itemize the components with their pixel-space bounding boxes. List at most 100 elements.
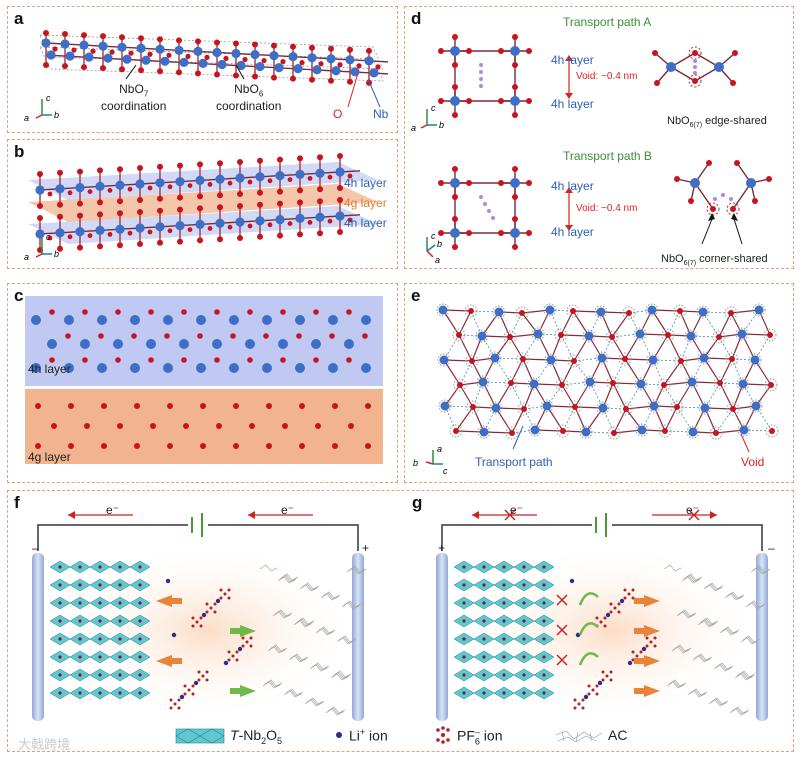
o-atom <box>57 169 63 176</box>
li-site <box>479 63 483 67</box>
o-atom <box>127 230 133 236</box>
o-atom <box>181 357 187 363</box>
path-b-title: Transport path B <box>563 149 652 163</box>
o-atom <box>277 232 283 239</box>
li-site <box>729 197 733 201</box>
svg-text:a: a <box>411 123 416 133</box>
o-atom <box>282 423 288 429</box>
o-atom <box>438 48 444 54</box>
path-a-title: Transport path A <box>563 15 652 29</box>
nb-atom <box>235 217 245 227</box>
o-atom <box>509 430 515 436</box>
o-atom <box>257 201 263 208</box>
f-electron-right: e⁻ <box>281 503 295 517</box>
d-b-layer-bottom: 4h layer <box>551 225 594 239</box>
axes-b: c b a <box>24 232 59 262</box>
o-atom <box>81 32 87 39</box>
o-atom <box>247 223 253 229</box>
nb-atom <box>262 363 272 373</box>
o-atom <box>507 334 513 340</box>
o-atom <box>438 180 444 186</box>
o-atom <box>107 188 113 193</box>
o-atom <box>519 310 525 316</box>
nb-atom <box>195 175 205 185</box>
o-atom <box>498 48 504 54</box>
nb-atom <box>117 42 127 52</box>
svg-text:c: c <box>431 103 436 113</box>
o-atom <box>249 423 255 429</box>
o-atom <box>237 203 243 209</box>
li-ion <box>619 598 625 604</box>
panel-fg-devices <box>32 509 771 721</box>
o-atom <box>337 185 343 191</box>
panel-b-label: b <box>14 142 25 161</box>
nb-atom <box>597 353 607 363</box>
nb-atom <box>198 58 208 68</box>
o-atom <box>734 160 740 166</box>
o-atom <box>313 357 319 363</box>
o-atom <box>119 66 125 73</box>
li-site <box>479 84 483 88</box>
o-atom <box>65 333 71 339</box>
nb-atom <box>236 60 246 71</box>
panel-d: d Transport path A Transport path B 4h l… <box>404 6 794 269</box>
o-atom <box>307 176 313 181</box>
nb-atom <box>250 49 260 60</box>
nb-atom <box>155 44 165 54</box>
svg-text:b: b <box>54 249 59 259</box>
nb-atom <box>738 379 748 389</box>
o-atom <box>453 428 459 434</box>
o-atom-label: O <box>333 107 343 121</box>
o-atom <box>452 166 458 172</box>
nb-atom <box>55 228 65 238</box>
legend-ac: AC <box>608 727 628 743</box>
nb-atom <box>666 62 676 72</box>
li-site <box>483 202 487 206</box>
nb-atom <box>350 67 360 77</box>
o-atom <box>131 333 137 339</box>
nb-atom <box>700 403 710 413</box>
o-atom <box>217 192 223 199</box>
axes-a: c b a <box>24 93 59 123</box>
nb-atom <box>75 227 85 237</box>
li-ion <box>237 646 243 652</box>
o-atom <box>214 309 220 315</box>
o-atom <box>157 195 163 202</box>
o-atom <box>82 309 88 315</box>
o-atom <box>82 357 88 363</box>
o-atom <box>115 357 121 363</box>
li-site <box>693 71 697 75</box>
b-layer-4g: 4g layer <box>344 196 387 210</box>
nb-atom <box>491 403 501 413</box>
o-atom <box>329 333 335 339</box>
watermark: 大戟跨境 <box>18 738 71 753</box>
o-atom <box>177 238 183 245</box>
o-atom <box>147 51 153 57</box>
transport-path-label: Transport path <box>475 455 553 469</box>
d-b-layer-top: 4h layer <box>551 179 594 193</box>
o-atom <box>67 190 73 196</box>
nb-atom <box>688 427 698 437</box>
o-atom <box>62 31 68 38</box>
li-ion <box>171 632 177 638</box>
o-atom <box>560 428 566 434</box>
svg-text:b: b <box>413 458 418 468</box>
axes-e: a c b <box>413 444 448 476</box>
o-atom <box>101 403 107 409</box>
o-atom <box>674 176 680 182</box>
o-atom <box>207 226 213 231</box>
o-atom <box>317 198 323 205</box>
nb-atom <box>135 223 145 233</box>
nb-atom <box>195 219 205 229</box>
o-atom <box>49 309 55 315</box>
o-atom <box>277 188 283 195</box>
o-atom <box>127 186 133 192</box>
o-atom <box>214 357 220 363</box>
o-atom <box>327 218 333 224</box>
svg-text:a: a <box>24 252 29 262</box>
nb-atom <box>477 331 487 341</box>
nb-atom <box>269 51 279 61</box>
nb-atom <box>315 212 325 222</box>
o-atom <box>217 204 223 211</box>
axes-d2: c b a <box>426 231 442 265</box>
